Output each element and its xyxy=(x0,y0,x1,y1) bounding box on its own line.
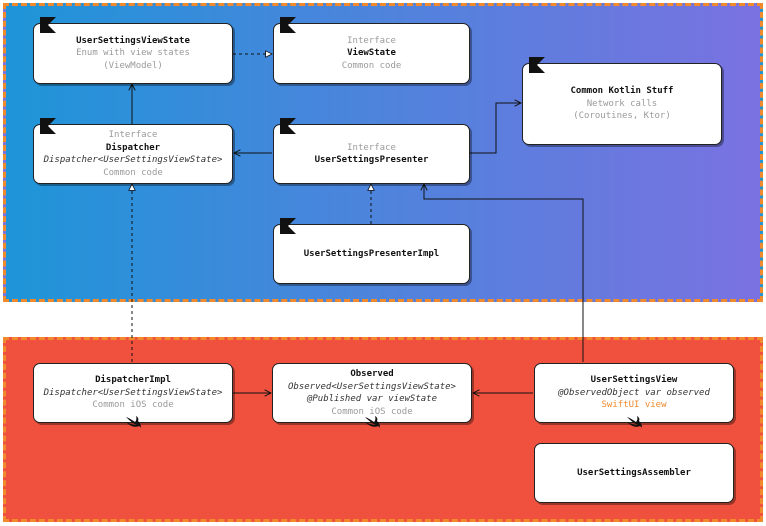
kotlin-icon xyxy=(40,17,56,33)
kotlin-icon xyxy=(280,17,296,33)
node-stereotype: Interface xyxy=(108,130,158,140)
node-title: ViewState xyxy=(347,48,396,59)
common-kotlin-node[interactable]: Common Kotlin Stuff Network calls (Corou… xyxy=(522,57,722,145)
observed-node[interactable]: Observed Observed<UserSettingsViewState>… xyxy=(272,363,472,428)
dispatcher-node[interactable]: Interface Dispatcher Dispatcher<UserSett… xyxy=(33,118,233,184)
node-note: (Coroutines, Ktor) xyxy=(573,111,671,122)
kotlin-icon xyxy=(280,118,296,134)
node-description: Enum with view states xyxy=(76,48,190,59)
node-title: Dispatcher xyxy=(105,142,161,153)
node-title: UserSettingsView xyxy=(590,375,678,386)
node-property: @Published var viewState xyxy=(306,394,438,404)
node-title: UserSettingsPresenterImpl xyxy=(303,248,440,259)
node-title: UserSettingsViewState xyxy=(76,35,190,46)
edge-presenter-to-common-kotlin xyxy=(470,103,521,154)
node-note: Common iOS code xyxy=(331,406,413,417)
kotlin-icon xyxy=(40,118,56,134)
node-title: Common Kotlin Stuff xyxy=(570,86,674,97)
node-note: Common iOS code xyxy=(92,400,174,411)
swift-icon xyxy=(365,416,380,428)
node-title: UserSettingsAssembler xyxy=(577,467,691,478)
user-settings-view-node[interactable]: UserSettingsView @ObservedObject var obs… xyxy=(534,363,734,428)
kotlin-icon xyxy=(529,57,545,73)
node-note: Common code xyxy=(341,60,402,71)
node-description: Network calls xyxy=(586,98,658,109)
user-settings-assembler-node[interactable]: UserSettingsAssembler xyxy=(534,443,734,503)
user-settings-presenter-node[interactable]: Interface UserSettingsPresenter xyxy=(273,118,470,184)
swift-icon xyxy=(126,416,141,428)
node-generic: Observed<UserSettingsViewState> xyxy=(288,381,456,392)
node-generic: Dispatcher<UserSettingsViewState> xyxy=(43,387,223,398)
swift-icon xyxy=(627,416,642,428)
node-generic: Dispatcher<UserSettingsViewState> xyxy=(43,155,223,165)
view-state-node[interactable]: Interface ViewState Common code xyxy=(273,17,470,84)
node-note: SwiftUI view xyxy=(601,400,667,411)
node-stereotype: Interface xyxy=(347,142,396,153)
node-property: @ObservedObject var observed xyxy=(558,387,710,398)
node-title: UserSettingsPresenter xyxy=(314,155,429,165)
user-settings-presenter-impl-node[interactable]: UserSettingsPresenterImpl xyxy=(273,218,470,284)
node-note: (ViewModel) xyxy=(103,60,163,71)
edge-view-to-presenter xyxy=(424,184,584,362)
node-title: DispatcherImpl xyxy=(95,375,171,386)
dispatcher-impl-node[interactable]: DispatcherImpl Dispatcher<UserSettingsVi… xyxy=(33,363,233,428)
node-note: Common code xyxy=(103,167,163,178)
node-stereotype: Interface xyxy=(347,35,396,46)
node-title: Observed xyxy=(350,369,394,379)
user-settings-view-state-node[interactable]: UserSettingsViewState Enum with view sta… xyxy=(33,17,233,84)
kotlin-icon xyxy=(280,218,296,234)
